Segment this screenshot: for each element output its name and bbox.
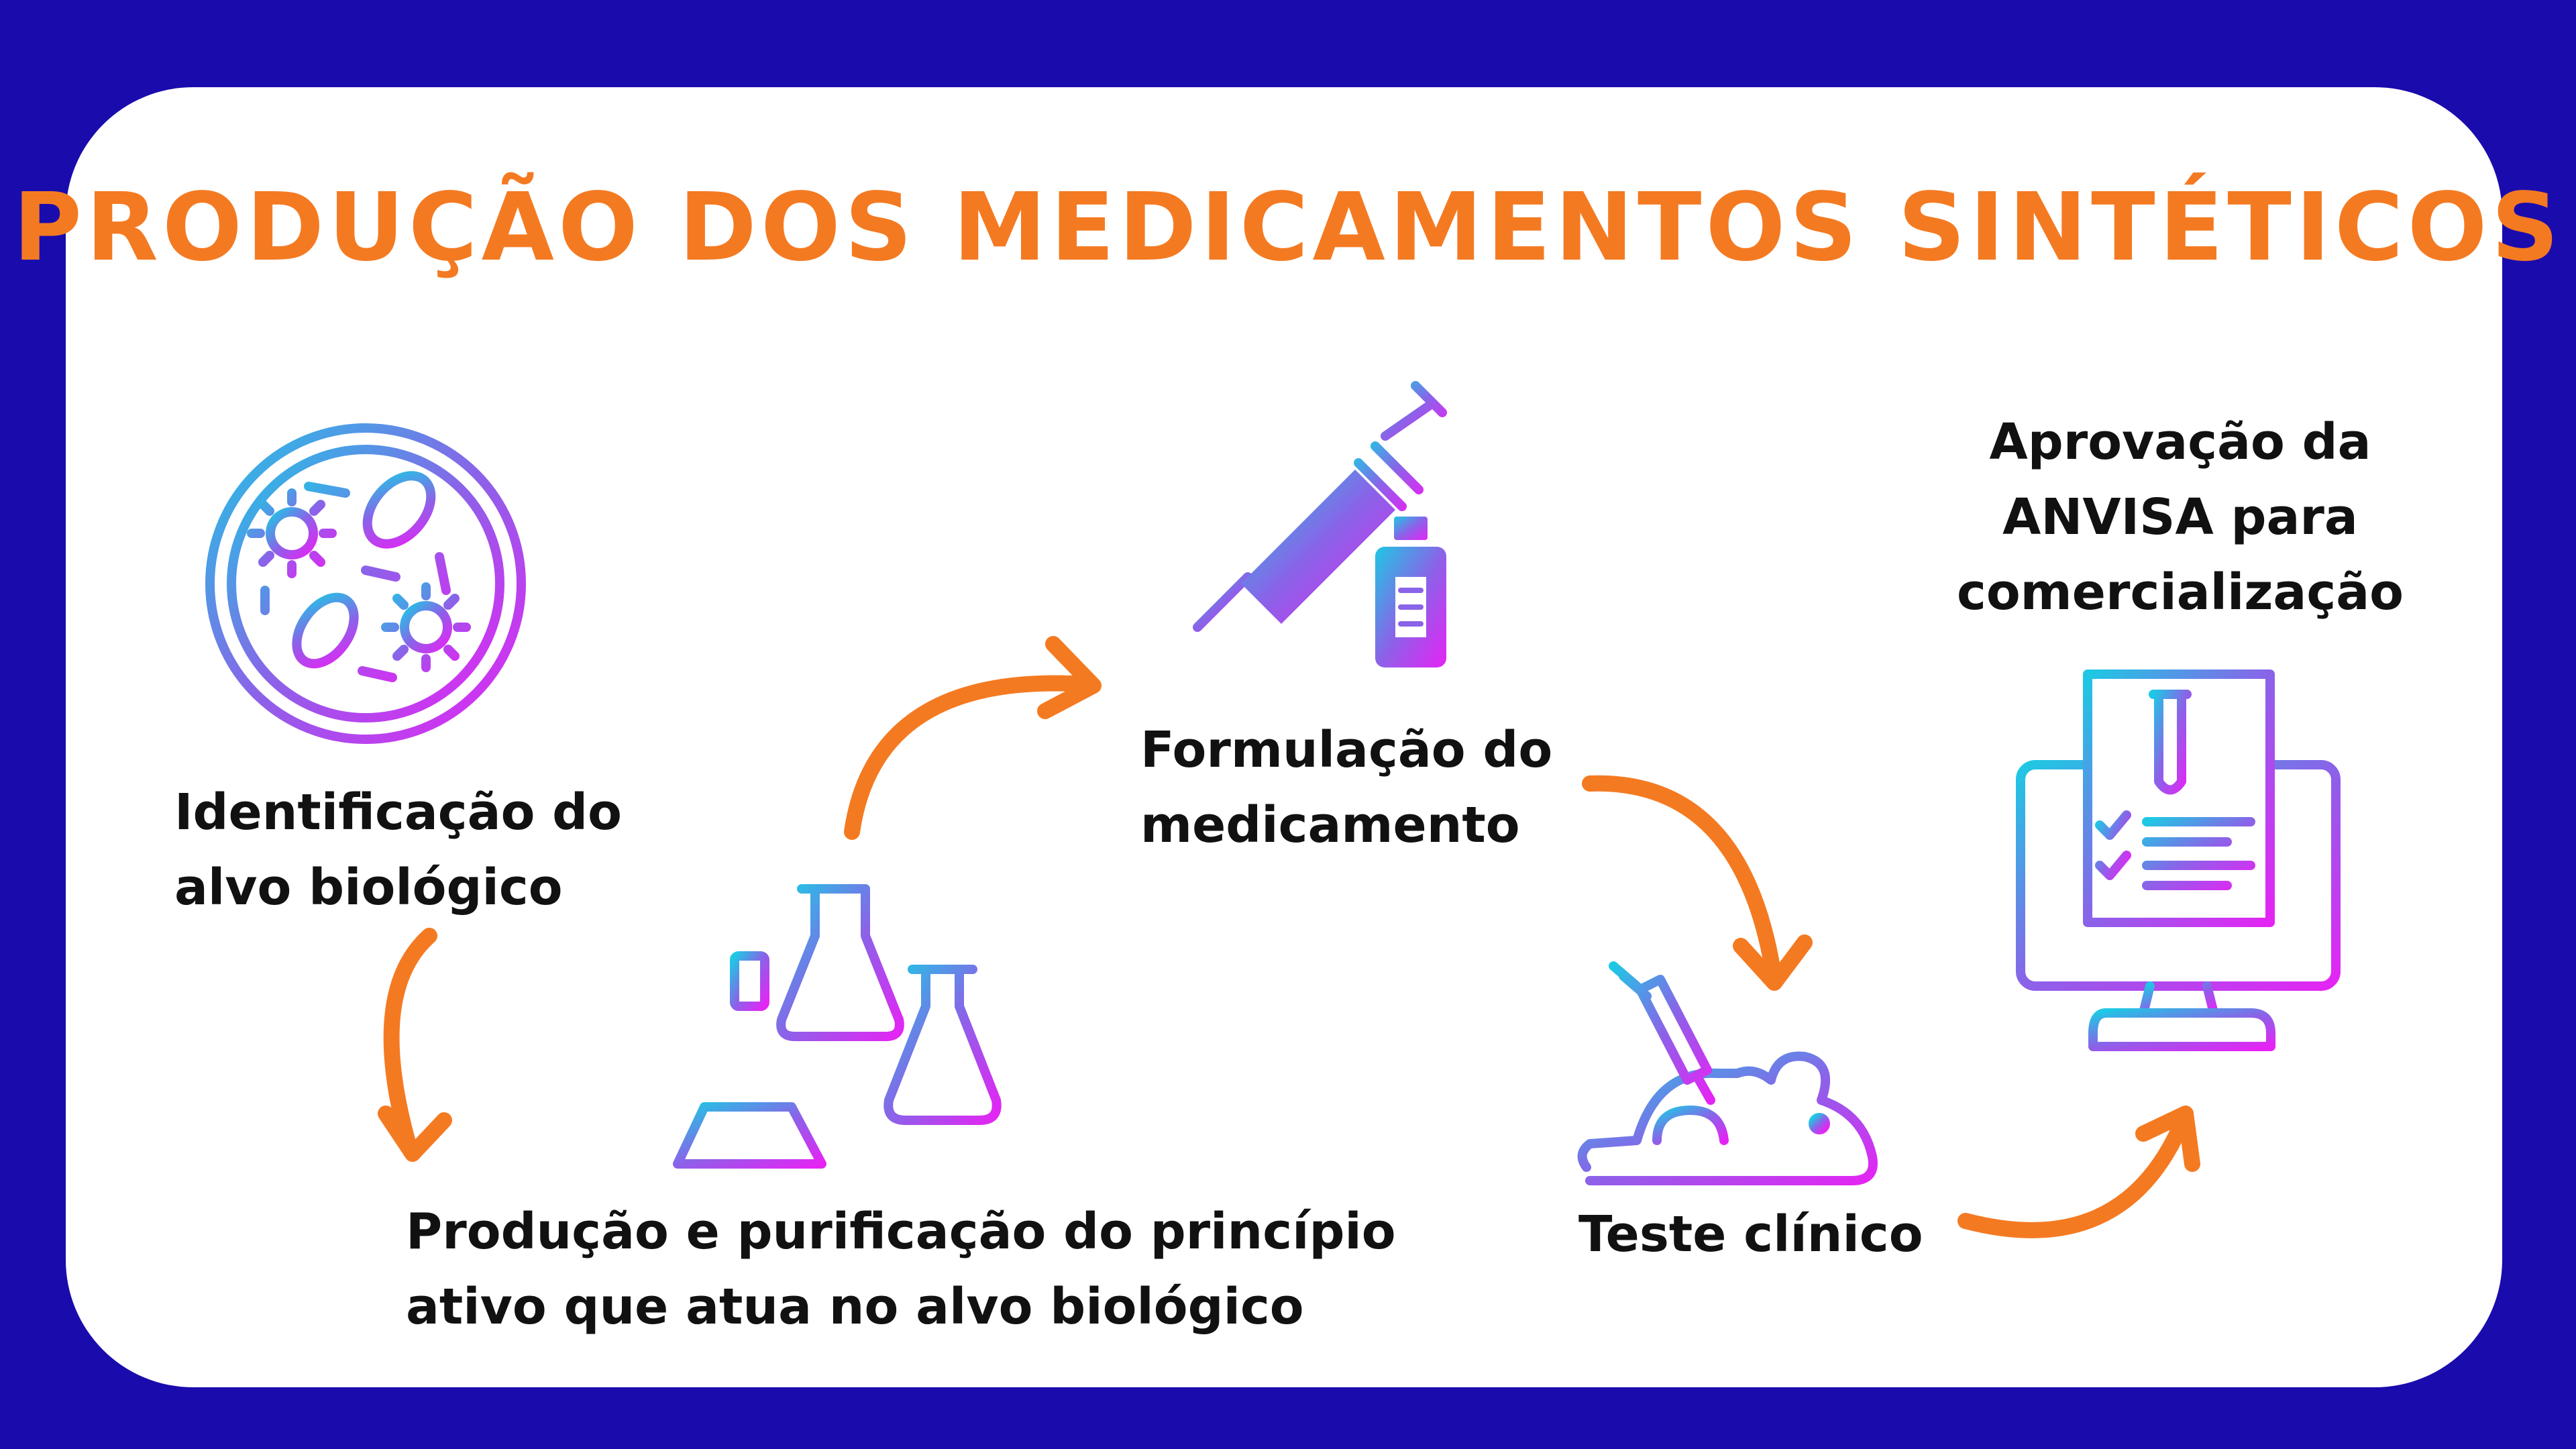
mouse-syringe-icon [1577, 961, 1878, 1185]
curved-arrow-icon [1957, 1106, 2200, 1238]
step-label-production: Produção e purificação do princípio ativ… [406, 1194, 1396, 1344]
step-label-formulation: Formulação do medicamento [1140, 712, 1552, 863]
step-label-identification: Identificação do alvo biológico [174, 775, 622, 925]
step-label-line: Teste clínico [1578, 1205, 1923, 1263]
step-label-approval: Aprovação da ANVISA para comercialização [1932, 405, 2428, 630]
step-label-clinical-test: Teste clínico [1578, 1197, 1923, 1272]
lab-flasks-icon [673, 837, 1002, 1169]
step-label-line: Identificação do [174, 784, 622, 841]
step-label-line: medicamento [1140, 796, 1520, 854]
step-label-line: Formulação do [1140, 721, 1553, 779]
curved-arrow-icon [844, 636, 1102, 840]
step-label-line: ANVISA para [2002, 488, 2358, 546]
step-label-line: Aprovação da [1989, 413, 2371, 471]
step-label-line: comercialização [1956, 564, 2404, 621]
curved-arrow-icon [378, 928, 452, 1162]
monitor-document-icon [2016, 669, 2341, 1051]
step-label-line: Produção e purificação do princípio [406, 1203, 1396, 1260]
petri-dish-icon [205, 423, 526, 744]
step-label-line: alvo biológico [174, 859, 563, 916]
curved-arrow-icon [1582, 775, 1813, 991]
page-title: PRODUÇÃO DOS MEDICAMENTOS SINTÉTICOS [13, 173, 2563, 282]
step-label-line: ativo que atua no alvo biológico [406, 1278, 1304, 1336]
syringe-vial-icon [1193, 381, 1447, 667]
